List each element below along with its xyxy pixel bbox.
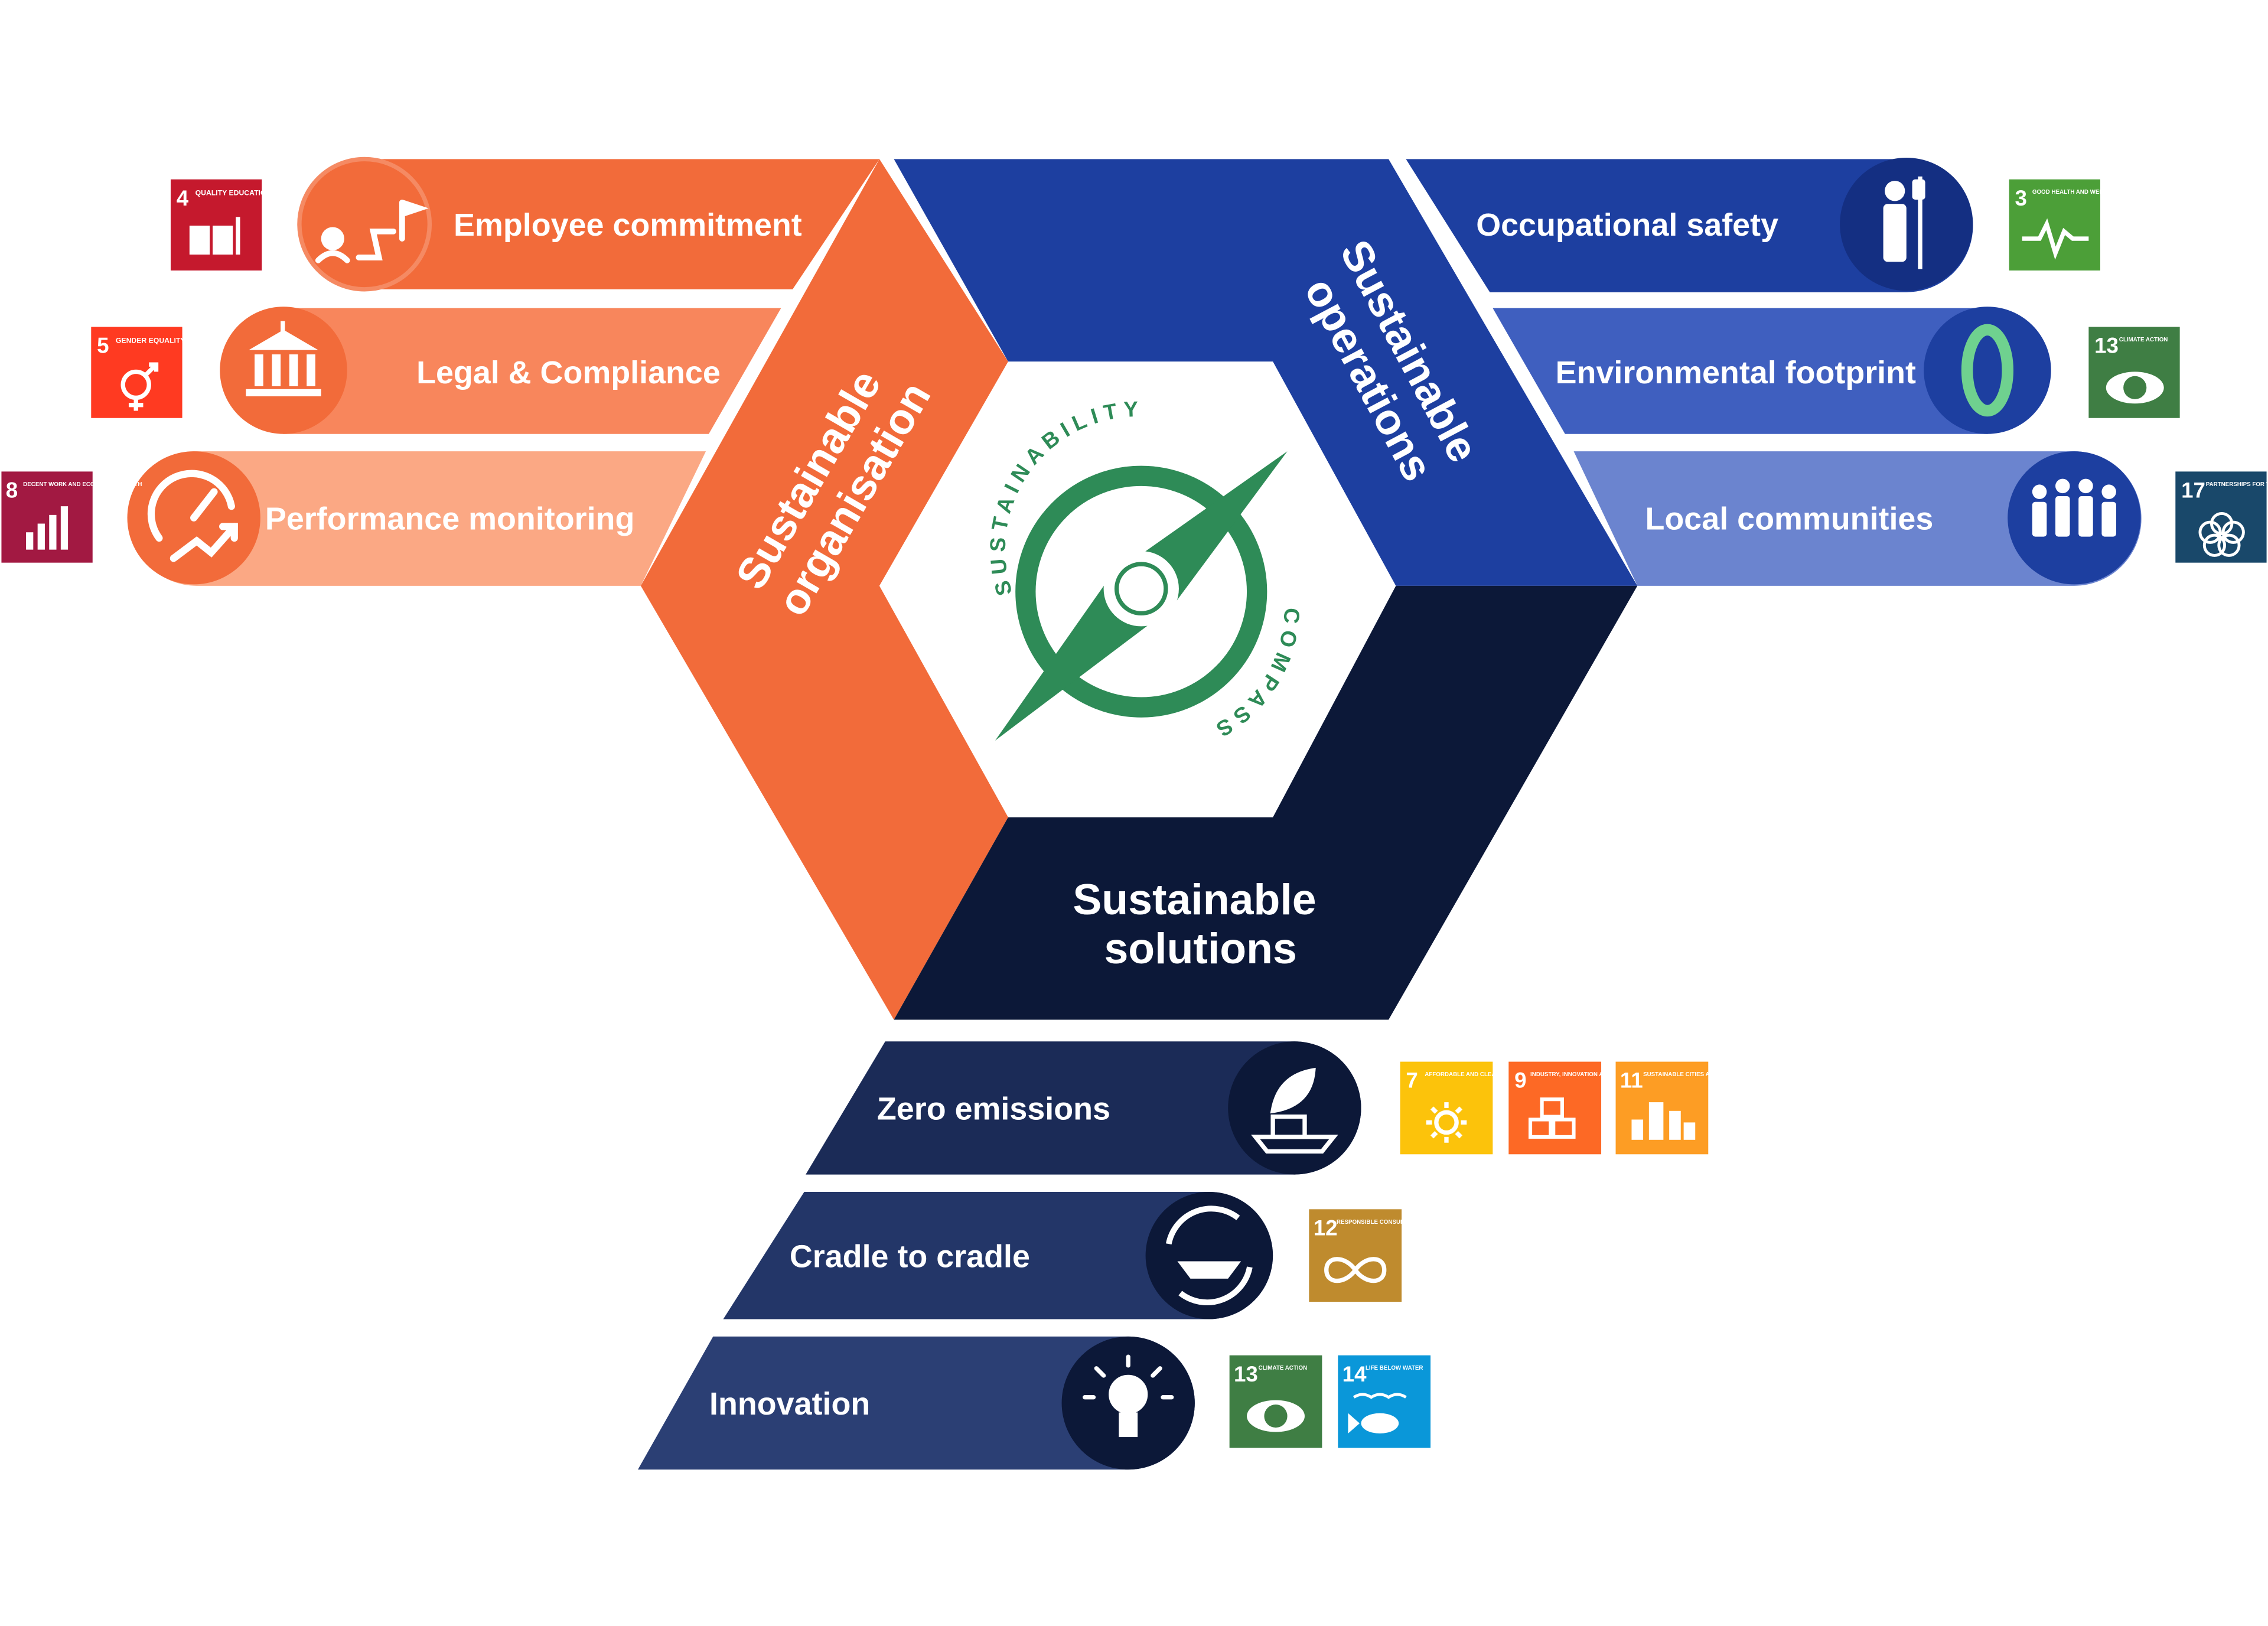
pillar-operations-shape	[894, 159, 1638, 586]
compass-ring	[1015, 465, 1267, 718]
sdg-13-tile: 13 CLIMATE ACTION	[1229, 1355, 1322, 1448]
pillar-solutions-shape	[894, 585, 1638, 1020]
earth-eye-icon	[2106, 372, 2164, 404]
svg-text:14: 14	[1342, 1362, 1367, 1386]
right-item-label: Occupational safety	[1476, 207, 1778, 243]
svg-text:DECENT WORK AND ECONOMIC GROWT: DECENT WORK AND ECONOMIC GROWTH	[23, 481, 142, 488]
svg-text:12: 12	[1314, 1216, 1338, 1240]
sdg-14-tile: 14 LIFE BELOW WATER	[1338, 1355, 1431, 1448]
svg-text:CLIMATE ACTION: CLIMATE ACTION	[1259, 1365, 1308, 1371]
sdg-5-tile: 5 GENDER EQUALITY	[91, 327, 185, 418]
growth-chart-icon	[26, 506, 69, 550]
right-sdg-tiles: 3 GOOD HEALTH AND WELL-BEING 13 CLIMATE …	[2009, 179, 2268, 563]
left-item-label: Employee commitment	[454, 207, 802, 243]
leaf-ship-icon	[1228, 1041, 1361, 1175]
svg-text:11: 11	[1620, 1068, 1643, 1093]
city-icon	[1631, 1102, 1696, 1140]
svg-text:INDUSTRY, INNOVATION AND INFRA: INDUSTRY, INNOVATION AND INFRASTRUCTURE	[1530, 1071, 1667, 1078]
svg-text:4: 4	[177, 186, 189, 210]
right-item-label: Environmental footprint	[1556, 355, 1916, 390]
bottom-item-label: Cradle to cradle	[790, 1239, 1030, 1274]
left-row-legal-compliance[interactable]: Legal & Compliance	[220, 307, 781, 434]
svg-text:13: 13	[1234, 1362, 1258, 1386]
svg-text:GENDER EQUALITY: GENDER EQUALITY	[116, 336, 185, 344]
sdg-7-tile: 7 AFFORDABLE AND CLEAN ENERGY	[1400, 1061, 1526, 1155]
sdg-13-tile: 13 CLIMATE ACTION	[2088, 327, 2180, 418]
svg-text:GOOD HEALTH AND WELL-BEING: GOOD HEALTH AND WELL-BEING	[2032, 189, 2127, 195]
svg-text:LIFE BELOW WATER: LIFE BELOW WATER	[1366, 1365, 1423, 1371]
svg-text:7: 7	[1406, 1068, 1418, 1093]
bottom-row-cradle-to-cradle[interactable]: Cradle to cradle	[723, 1191, 1273, 1319]
sdg-12-tile: 12 RESPONSIBLE CONSUMPTION AND PRODUCTIO…	[1309, 1209, 1477, 1302]
svg-text:AFFORDABLE AND CLEAN ENERGY: AFFORDABLE AND CLEAN ENERGY	[1425, 1071, 1526, 1078]
svg-text:17: 17	[2181, 478, 2205, 502]
fish-icon	[1348, 1393, 1407, 1433]
people-group-icon	[2008, 451, 2141, 585]
heartbeat-icon	[2022, 218, 2089, 260]
svg-text:13: 13	[2094, 334, 2119, 358]
bottom-row-zero-emissions[interactable]: Zero emissions	[806, 1041, 1361, 1175]
left-row-performance-monitoring[interactable]: Performance monitoring	[127, 451, 706, 586]
right-item-label: Local communities	[1645, 501, 1933, 536]
sdg-4-tile: 4 QUALITY EDUCATION	[170, 179, 272, 271]
sun-icon	[1426, 1102, 1467, 1143]
left-sdg-tiles: 4 QUALITY EDUCATION 5 GENDER EQUALITY 8 …	[1, 179, 272, 563]
employee-path-icon	[297, 157, 432, 292]
svg-text:QUALITY EDUCATION: QUALITY EDUCATION	[195, 189, 272, 197]
left-items: Employee commitment Legal & Compliance	[127, 157, 879, 586]
left-item-label: Legal & Compliance	[416, 355, 721, 390]
svg-text:5: 5	[97, 334, 109, 358]
left-row-employee-commitment[interactable]: Employee commitment	[297, 157, 879, 292]
sdg-17-tile: 17 PARTNERSHIPS FOR THE GOALS	[2175, 471, 2268, 563]
right-row-occupational-safety[interactable]: Occupational safety	[1406, 157, 1973, 292]
bottom-row-innovation[interactable]: Innovation	[638, 1336, 1195, 1470]
sdg-9-tile: 9 INDUSTRY, INNOVATION AND INFRASTRUCTUR…	[1508, 1061, 1667, 1155]
pillar-organisation-shape	[640, 159, 1008, 1020]
rings-icon	[2198, 511, 2245, 557]
right-row-environmental-footprint[interactable]: Environmental footprint	[1493, 307, 2051, 434]
sdg-8-tile: 8 DECENT WORK AND ECONOMIC GROWTH	[1, 471, 142, 563]
gender-icon	[120, 362, 159, 411]
cubes-icon	[1528, 1097, 1576, 1139]
svg-text:RESPONSIBLE CONSUMPTION AND PR: RESPONSIBLE CONSUMPTION AND PRODUCTION	[1337, 1219, 1477, 1226]
svg-text:8: 8	[6, 478, 18, 502]
earth-eye-icon	[1247, 1400, 1305, 1432]
sdg-3-tile: 3 GOOD HEALTH AND WELL-BEING	[2009, 179, 2127, 271]
book-icon	[189, 217, 240, 255]
svg-text:3: 3	[2015, 186, 2026, 210]
bottom-sdg-tiles: 7 AFFORDABLE AND CLEAN ENERGY 9 INDUSTRY…	[1229, 1061, 1761, 1448]
pillar-solutions-label: Sustainable solutions	[1073, 875, 1328, 973]
svg-text:CLIMATE ACTION: CLIMATE ACTION	[2119, 337, 2168, 343]
svg-text:SUSTAINABLE CITIES AND COMMUNI: SUSTAINABLE CITIES AND COMMUNITIES	[1643, 1071, 1761, 1078]
courthouse-icon	[220, 307, 347, 434]
infinity-icon	[1324, 1257, 1387, 1283]
sdg-11-tile: 11 SUSTAINABLE CITIES AND COMMUNITIES	[1615, 1061, 1761, 1155]
right-row-local-communities[interactable]: Local communities	[1573, 451, 2142, 586]
right-items: Occupational safety Environmental footpr…	[1406, 157, 2142, 586]
bottom-items: Zero emissions Cradle to cradle	[638, 1041, 1361, 1470]
bottom-item-label: Innovation	[709, 1386, 870, 1422]
left-item-label: Performance monitoring	[265, 501, 634, 536]
svg-text:PARTNERSHIPS FOR THE GOALS: PARTNERSHIPS FOR THE GOALS	[2206, 481, 2268, 488]
bottom-item-label: Zero emissions	[877, 1091, 1110, 1127]
svg-text:9: 9	[1514, 1068, 1526, 1093]
zero-footprint-icon	[1924, 307, 2051, 434]
